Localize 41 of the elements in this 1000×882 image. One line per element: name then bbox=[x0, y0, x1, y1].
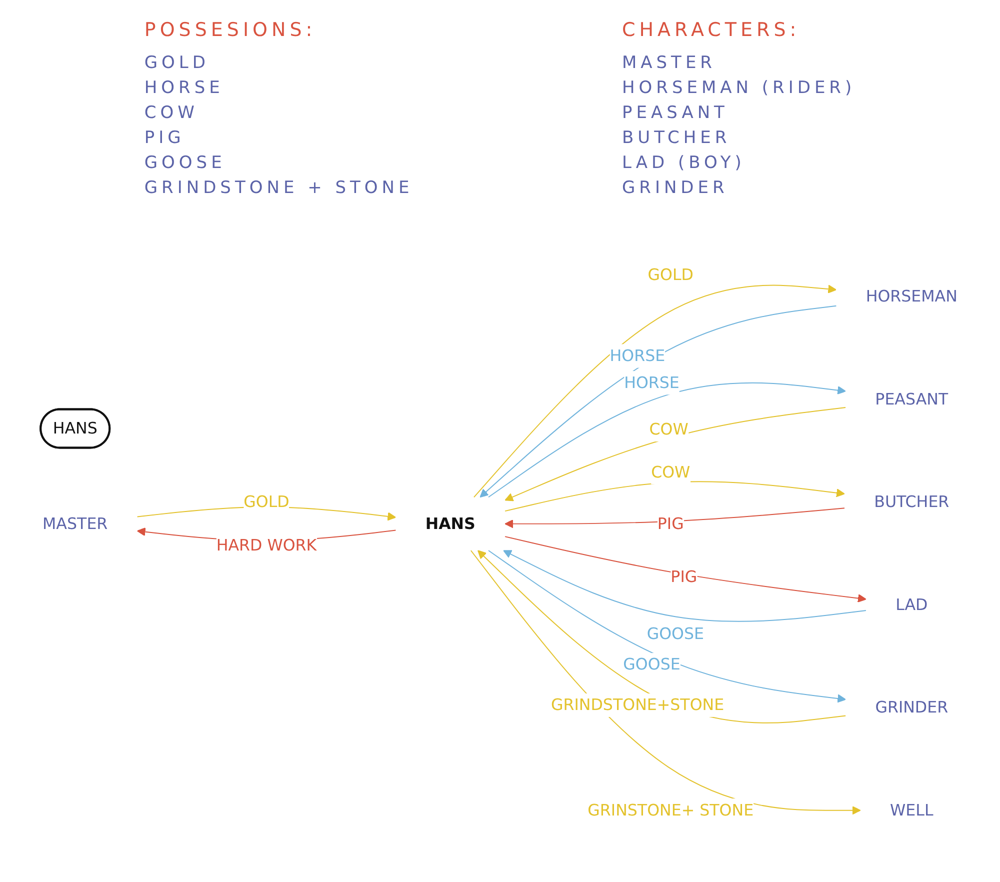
node-text: LAD bbox=[896, 594, 928, 614]
list-item: LAD (BOY) bbox=[622, 153, 746, 173]
edge-label: HORSE bbox=[610, 346, 666, 365]
node-text: BUTCHER bbox=[874, 492, 950, 511]
edge-label: GOLD bbox=[244, 492, 290, 511]
edge-label: GRINSTONE+ STONE bbox=[588, 800, 754, 820]
arrow bbox=[488, 382, 846, 498]
list-item: HORSEMAN (RIDER) bbox=[622, 78, 856, 98]
edge-label: GOLD bbox=[648, 264, 694, 284]
node-text: HORSEMAN bbox=[866, 286, 958, 306]
list-item: GOLD bbox=[144, 53, 210, 73]
list-heading: POSSESIONS: bbox=[144, 19, 318, 41]
list-item: PIG bbox=[144, 128, 186, 148]
list-item: PEASANT bbox=[622, 103, 730, 123]
node-text: PEASANT bbox=[875, 389, 948, 408]
edge-label: COW bbox=[649, 420, 688, 439]
arrow bbox=[504, 536, 866, 603]
list-item: GRINDER bbox=[622, 178, 730, 198]
arrow bbox=[503, 550, 866, 622]
list-item: COW bbox=[144, 103, 200, 123]
list-item: MASTER bbox=[622, 53, 717, 73]
edge-label: HARD WORK bbox=[216, 536, 317, 554]
list-heading: CHARACTERS: bbox=[622, 19, 802, 41]
edge-label: PIG bbox=[657, 514, 684, 533]
list-item: GRINDSTONE + STONE bbox=[144, 178, 414, 198]
node-text: MASTER bbox=[42, 514, 108, 533]
arrow bbox=[504, 406, 846, 502]
edge-label: GOOSE bbox=[623, 654, 680, 674]
node-text: HANS bbox=[425, 514, 476, 533]
edge-label: PIG bbox=[670, 566, 698, 586]
list-item: HORSE bbox=[144, 78, 225, 98]
edge-label: GOOSE bbox=[646, 624, 704, 643]
edge-label: GRINDSTONE+STONE bbox=[551, 695, 724, 714]
list-item: BUTCHER bbox=[622, 128, 732, 148]
arrow bbox=[470, 550, 861, 815]
edge-label: HORSE bbox=[624, 373, 680, 392]
node-text: WELL bbox=[890, 800, 934, 820]
node-text: GRINDER bbox=[875, 698, 948, 716]
edge-label: COW bbox=[651, 462, 690, 482]
arrow bbox=[504, 508, 845, 528]
list-item: GOOSE bbox=[144, 153, 227, 173]
